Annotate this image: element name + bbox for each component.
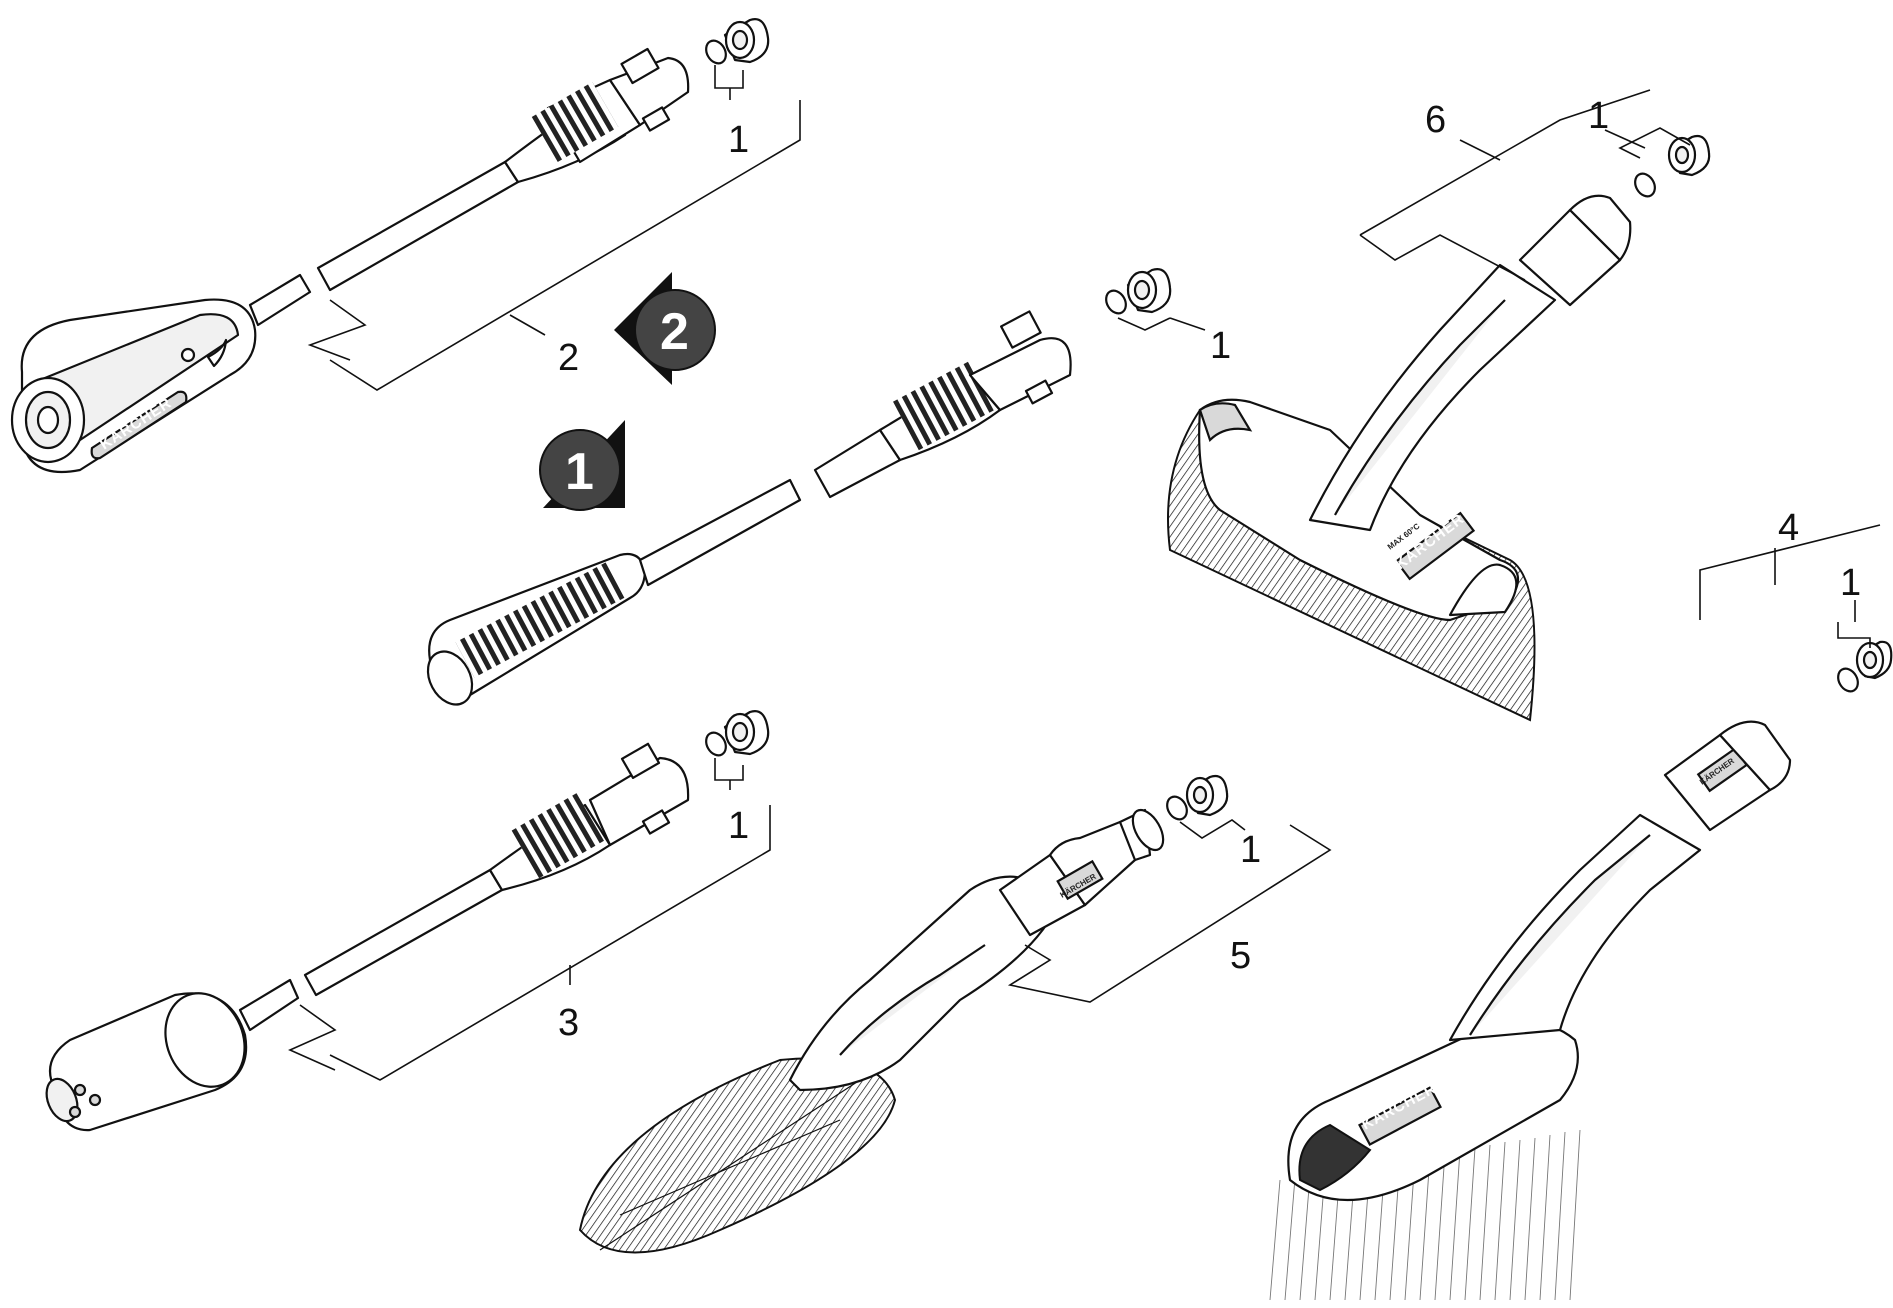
step-badge-2: 2 [614, 272, 716, 385]
leader-1a [714, 65, 744, 89]
o-ring-centre [1105, 289, 1127, 315]
o-ring-4 [1837, 667, 1859, 693]
label-4: 4 [1778, 507, 1799, 549]
label-1a: 1 [728, 119, 749, 161]
label-1b: 1 [1210, 325, 1231, 367]
label-1f: 1 [1840, 562, 1861, 604]
step-number-2: 2 [660, 303, 689, 361]
step-number-1: 1 [565, 443, 594, 501]
wash-brush-assembly-6: KÄRCHER MAX 60°C 1 6 [1167, 89, 1711, 722]
lance-assembly-centre: 1 [426, 268, 1231, 706]
nozzle-insert-4 [1855, 640, 1893, 680]
o-ring-2 [705, 39, 727, 65]
o-ring-6 [1634, 172, 1656, 198]
wash-brush-assembly-4: KÄRCHER KÄRCHER 4 1 [1269, 507, 1893, 1301]
rim-brush-bristles [578, 1057, 897, 1254]
label-2: 2 [558, 337, 579, 379]
step-badge-1: 1 [539, 420, 625, 511]
nozzle-insert-6 [1667, 135, 1711, 177]
label-6: 6 [1425, 99, 1446, 141]
nozzle-insert-3 [723, 710, 770, 756]
rotary-nozzle-3 [45, 992, 248, 1132]
rim-brush-assembly-5: KÄRCHER 1 5 [578, 775, 1332, 1254]
label-1e: 1 [1588, 95, 1609, 137]
lance-tube-2 [248, 47, 690, 327]
lance-assembly-3: 1 3 [45, 710, 771, 1132]
o-ring-5 [1166, 795, 1188, 821]
o-ring-3 [705, 731, 727, 757]
nozzle-insert-centre [1126, 268, 1172, 314]
wash-brush-neck-4 [1448, 813, 1702, 1042]
label-1c: 1 [728, 805, 749, 847]
wash-brush-neck-6 [1308, 263, 1557, 532]
label-1d: 1 [1240, 829, 1261, 871]
wash-brush-bristles-4 [1269, 1129, 1581, 1301]
label-5: 5 [1230, 935, 1251, 977]
nozzle-insert-2 [723, 18, 770, 64]
lance-assembly-2: KÄRCHER 1 2 [10, 18, 801, 474]
nozzle-insert-5 [1185, 775, 1229, 817]
label-3: 3 [558, 1002, 579, 1044]
nozzle-handle-2: KÄRCHER [10, 298, 257, 474]
